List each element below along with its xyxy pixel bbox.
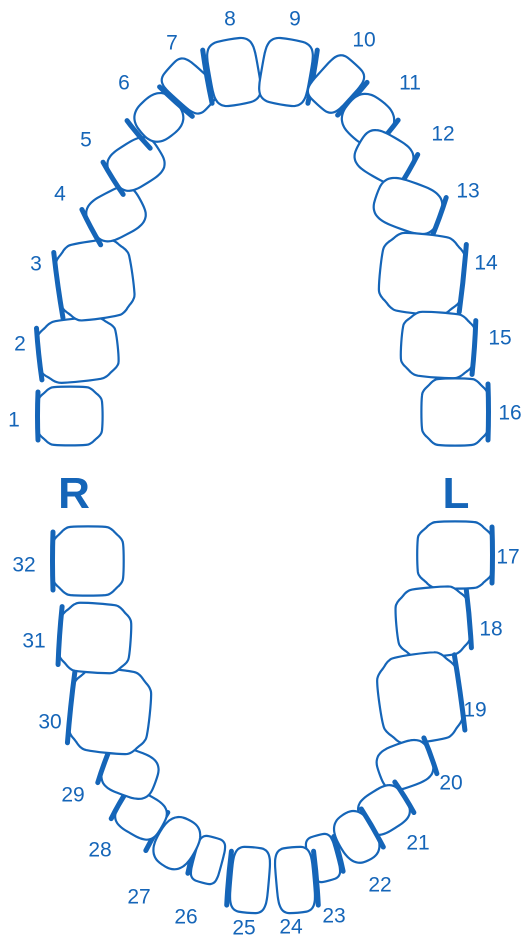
tooth-25 (226, 845, 272, 914)
tooth-number-30: 30 (38, 711, 61, 734)
tooth-30 (66, 665, 154, 757)
tooth-outline (66, 665, 154, 757)
tooth-number-27: 27 (127, 886, 150, 909)
tooth-outline (37, 387, 102, 446)
tooth-number-25: 25 (232, 917, 255, 939)
tooth-2 (35, 315, 121, 386)
tooth-number-22: 22 (368, 874, 391, 897)
tooth-number-15: 15 (488, 327, 511, 350)
tooth-number-5: 5 (80, 129, 92, 152)
tooth-8 (201, 35, 264, 109)
right-side-label: R (58, 469, 90, 518)
tooth-outline (376, 230, 468, 318)
tooth-number-26: 26 (174, 906, 197, 929)
tooth-number-23: 23 (322, 905, 345, 928)
tooth-number-13: 13 (456, 180, 479, 203)
tooth-number-10: 10 (352, 29, 375, 52)
tooth-9 (256, 35, 319, 109)
tooth-1 (37, 387, 102, 446)
tooth-number-20: 20 (439, 772, 462, 795)
tooth-14 (376, 230, 468, 318)
tooth-13 (368, 172, 447, 240)
tooth-outline (273, 846, 316, 915)
tooth-31 (57, 601, 133, 675)
tooth-outline (228, 846, 271, 915)
tooth-number-29: 29 (61, 784, 84, 807)
tooth-16 (421, 378, 488, 445)
tooth-number-9: 9 (289, 8, 301, 31)
tooth-number-2: 2 (14, 333, 26, 356)
tooth-18 (393, 584, 472, 659)
tooth-24 (273, 845, 319, 914)
tooth-outline (57, 601, 133, 675)
tooth-number-31: 31 (22, 630, 45, 653)
tooth-number-3: 3 (30, 253, 42, 276)
tooth-outline (417, 521, 493, 588)
tooth-outline (421, 378, 488, 445)
tooth-number-21: 21 (406, 832, 429, 855)
tooth-number-6: 6 (118, 72, 130, 95)
tooth-32 (52, 526, 123, 595)
tooth-number-28: 28 (88, 839, 111, 862)
tooth-outline (35, 315, 121, 386)
tooth-number-8: 8 (224, 8, 236, 31)
tooth-number-24: 24 (279, 916, 303, 939)
tooth-outline (393, 584, 472, 659)
tooth-number-14: 14 (474, 252, 498, 275)
teeth-layer (35, 35, 493, 914)
tooth-outline (399, 310, 477, 380)
tooth-outer-edge (38, 392, 39, 440)
tooth-number-16: 16 (498, 402, 521, 425)
tooth-17 (417, 521, 493, 588)
tooth-outline (373, 649, 466, 748)
tooth-number-12: 12 (431, 123, 454, 146)
tooth-outline (52, 526, 123, 595)
tooth-3 (52, 236, 138, 324)
tooth-number-11: 11 (399, 72, 421, 95)
tooth-number-32: 32 (12, 554, 35, 577)
tooth-number-4: 4 (54, 183, 66, 206)
tooth-number-17: 17 (496, 546, 519, 569)
tooth-number-7: 7 (166, 32, 178, 55)
tooth-4 (80, 181, 152, 248)
tooth-number-1: 1 (8, 409, 20, 432)
left-side-label: L (443, 469, 470, 518)
tooth-number-19: 19 (463, 699, 486, 722)
tooth-outline (80, 181, 151, 248)
tooth-outer-edge (53, 532, 54, 590)
tooth-outline (52, 236, 138, 324)
tooth-number-18: 18 (479, 618, 502, 641)
tooth-19 (373, 649, 466, 748)
tooth-outer-edge (488, 384, 489, 440)
tooth-15 (399, 310, 477, 380)
tooth-outer-edge (492, 527, 493, 583)
